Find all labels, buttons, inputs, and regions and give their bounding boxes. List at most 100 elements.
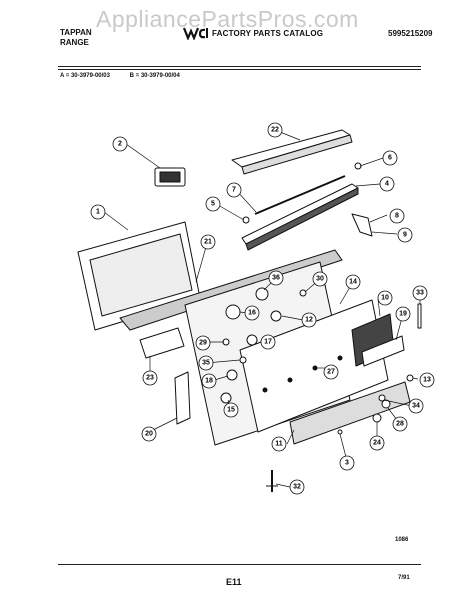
watermark: AppliancePartsPros.com [96, 6, 359, 32]
brand-name: TAPPAN [60, 28, 92, 37]
callout-1: 1 [90, 204, 106, 220]
svg-text:29: 29 [199, 340, 207, 347]
model-legend: A = 30-3979-00/03 B = 30-3979-00/04 [60, 73, 198, 79]
part-5-screw [242, 216, 250, 224]
svg-text:32: 32 [293, 484, 301, 491]
part-4-vent-strip [241, 183, 359, 245]
callout-35: 35 [198, 355, 214, 371]
svg-text:17: 17 [264, 339, 272, 346]
svg-text:4: 4 [385, 181, 389, 188]
svg-text:28: 28 [396, 421, 404, 428]
svg-text:12: 12 [305, 317, 313, 324]
header-rule-top [58, 66, 421, 67]
svg-text:30: 30 [316, 276, 324, 283]
svg-text:16: 16 [248, 310, 256, 317]
page-number: E11 [226, 577, 242, 587]
svg-text:10: 10 [381, 295, 389, 302]
callout-23: 23 [142, 370, 158, 386]
callout-34: 34 [408, 398, 424, 414]
svg-text:7: 7 [232, 187, 236, 194]
callout-2: 2 [112, 136, 128, 152]
svg-text:19: 19 [399, 311, 407, 318]
callout-group: 1 2 3 4 5 6 7 8 9 10 11 12 13 14 15 16 1… [90, 122, 435, 495]
part-22-trim-strip [231, 129, 351, 168]
callout-15: 15 [223, 402, 239, 418]
callout-18: 18 [201, 373, 217, 389]
footer-rule [58, 564, 421, 565]
part-16-knob [225, 304, 241, 320]
callout-14: 14 [345, 274, 361, 290]
part-24-clip [372, 413, 382, 423]
catalog-title: FACTORY PARTS CATALOG [212, 29, 324, 38]
callout-4: 4 [379, 176, 395, 192]
callout-32: 32 [289, 479, 305, 495]
svg-text:15: 15 [227, 407, 235, 414]
catalog-code: 5995215209 [388, 29, 433, 38]
svg-text:23: 23 [146, 375, 154, 382]
svg-text:8: 8 [395, 213, 399, 220]
svg-text:20: 20 [145, 431, 153, 438]
callout-13: 13 [419, 372, 435, 388]
part-20-support [174, 371, 191, 425]
part-15-switch [220, 392, 232, 404]
part-12-knob [270, 310, 282, 322]
part-34-clip [378, 394, 386, 402]
wci-logo-icon [183, 27, 208, 40]
part-23-bracket [139, 327, 185, 359]
callout-3: 3 [339, 455, 355, 471]
part-35-clip [239, 356, 247, 364]
part-19-bezel [361, 335, 405, 367]
callout-24: 24 [369, 435, 385, 451]
svg-text:33: 33 [416, 290, 424, 297]
svg-text:36: 36 [272, 275, 280, 282]
callout-5: 5 [205, 196, 221, 212]
part-30-screw [299, 289, 307, 297]
svg-text:13: 13 [423, 377, 431, 384]
header-rule-bottom [58, 69, 421, 70]
svg-text:27: 27 [327, 369, 335, 376]
part-18-switch [226, 369, 238, 381]
part-13-screw [406, 374, 414, 382]
svg-text:14: 14 [349, 279, 357, 286]
callout-9: 9 [397, 227, 413, 243]
svg-text:35: 35 [202, 360, 210, 367]
model-b: B = 30-3979-00/04 [129, 73, 180, 79]
callout-12: 12 [301, 312, 317, 328]
part-28-clip [381, 399, 391, 409]
product-name: RANGE [60, 38, 89, 47]
callout-8: 8 [389, 208, 405, 224]
svg-text:9: 9 [403, 232, 407, 239]
model-a: A = 30-3979-00/03 [60, 73, 110, 79]
callout-19: 19 [395, 306, 411, 322]
callout-22: 22 [267, 122, 283, 138]
callout-30: 30 [312, 271, 328, 287]
part-3-screw [337, 429, 343, 435]
header-brand-block: TAPPAN RANGE [60, 28, 92, 48]
callout-33: 33 [412, 285, 428, 301]
part-33-probe [417, 303, 422, 329]
callout-11: 11 [271, 436, 287, 452]
callout-10: 10 [377, 290, 393, 306]
callout-27: 27 [323, 364, 339, 380]
svg-text:24: 24 [373, 440, 381, 447]
svg-text:34: 34 [412, 403, 420, 410]
part-7-rod [254, 175, 346, 215]
svg-text:3: 3 [345, 460, 349, 467]
callout-20: 20 [141, 426, 157, 442]
callout-21: 21 [200, 234, 216, 250]
svg-text:22: 22 [271, 127, 279, 134]
svg-text:18: 18 [205, 378, 213, 385]
svg-text:5: 5 [211, 201, 215, 208]
part-8-bracket [351, 213, 373, 237]
callout-6: 6 [382, 150, 398, 166]
callout-29: 29 [195, 335, 211, 351]
svg-text:2: 2 [118, 141, 122, 148]
callout-36: 36 [268, 270, 284, 286]
callout-7: 7 [226, 182, 242, 198]
svg-text:11: 11 [275, 441, 283, 448]
svg-text:1: 1 [96, 209, 100, 216]
part-36-element [255, 287, 269, 301]
svg-text:21: 21 [204, 239, 212, 246]
